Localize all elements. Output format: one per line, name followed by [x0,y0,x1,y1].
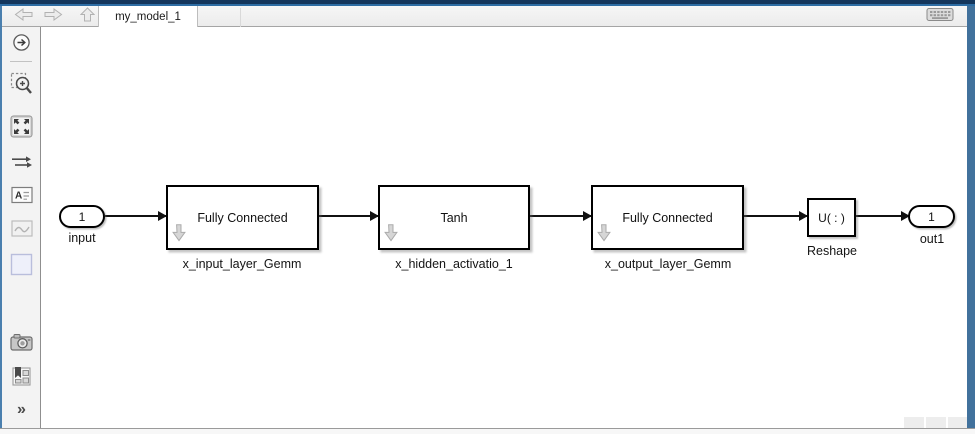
step-into-arrow-icon[interactable] [384,224,398,245]
viewmarks-icon [11,366,32,392]
forward-button[interactable] [42,7,64,26]
block-title: Tanh [440,210,468,225]
canvas-grip [948,417,967,428]
up-to-parent-button[interactable] [76,6,98,27]
blank-square-icon [10,253,33,281]
outport-block[interactable]: 1 [908,205,955,228]
window-left-border [0,6,2,428]
subsystem-block-tanh[interactable]: Tanh [378,185,530,250]
zoom-region-icon [10,72,33,101]
wire-fc1-to-tanh[interactable] [319,211,379,221]
block-label-tanh: x_hidden_activatio_1 [395,257,513,271]
viewmarks-button[interactable] [2,366,41,392]
image-annotation-button[interactable] [2,220,41,242]
annotation-icon: A [10,186,33,209]
reshape-block[interactable]: U( : ) [807,198,856,237]
tabstrip-divider [240,8,241,27]
fit-to-view-icon [10,115,33,143]
outport-label: out1 [919,232,945,246]
inport-label: input [68,231,96,245]
block-label-fc2: x_output_layer_Gemm [604,257,732,271]
up-arrow-icon [79,6,95,27]
step-into-arrow-icon[interactable] [597,224,611,245]
block-label-fc1: x_input_layer_Gemm [182,257,302,271]
subsystem-block-fc1[interactable]: Fully Connected [166,185,319,250]
subsystem-block-fc2[interactable]: Fully Connected [591,185,744,250]
forward-arrow-icon [44,7,63,26]
window-right-border [967,6,975,428]
screenshot-button[interactable] [2,333,41,356]
keyboard-shortcuts-button[interactable] [925,7,955,27]
block-label-reshape: Reshape [806,244,858,258]
canvas-grip [904,417,924,428]
wire-fc2-to-reshape[interactable] [744,211,808,221]
editor-body: A [2,27,967,428]
keyboard-icon [926,7,954,27]
outport-number: 1 [928,209,935,224]
model-tab-label: my_model_1 [115,10,181,23]
step-into-arrow-icon[interactable] [172,224,186,245]
wire-tanh-to-fc2[interactable] [530,211,592,221]
back-arrow-icon [14,7,33,26]
navigation-toolbar: my_model_1 [2,6,967,27]
model-tab[interactable]: my_model_1 [98,6,198,27]
image-icon [10,220,33,242]
blank-area-button[interactable] [2,253,41,281]
inport-number: 1 [78,209,86,224]
palette-sidebar: A [2,27,41,428]
svg-text:A: A [15,191,22,202]
annotation-button[interactable]: A [2,186,41,209]
enter-subsystem-button[interactable] [2,33,41,57]
canvas-grip [926,417,946,428]
wire-input-to-fc1[interactable] [105,211,167,221]
palette-separator [10,61,32,62]
inport-block[interactable]: 1 [59,205,105,228]
block-title: Fully Connected [622,210,713,225]
block-title: U( : ) [818,210,845,225]
zoom-region-button[interactable] [2,72,41,101]
signal-routing-button[interactable] [2,153,41,176]
window-top-border [0,0,975,6]
wire-reshape-to-out[interactable] [856,211,910,221]
back-button[interactable] [12,7,34,26]
window-bottom-strip [0,428,975,434]
signal-routing-icon [11,153,33,176]
camera-icon [10,333,33,356]
expand-more-icon: » [17,401,26,418]
fit-to-view-button[interactable] [2,115,41,143]
block-title: Fully Connected [197,210,288,225]
enter-subsystem-arrow-icon [12,33,31,57]
model-canvas[interactable]: 1 input Fully Connected x_input_layer_Ge… [42,27,967,428]
expand-more-button[interactable]: » [2,401,41,419]
